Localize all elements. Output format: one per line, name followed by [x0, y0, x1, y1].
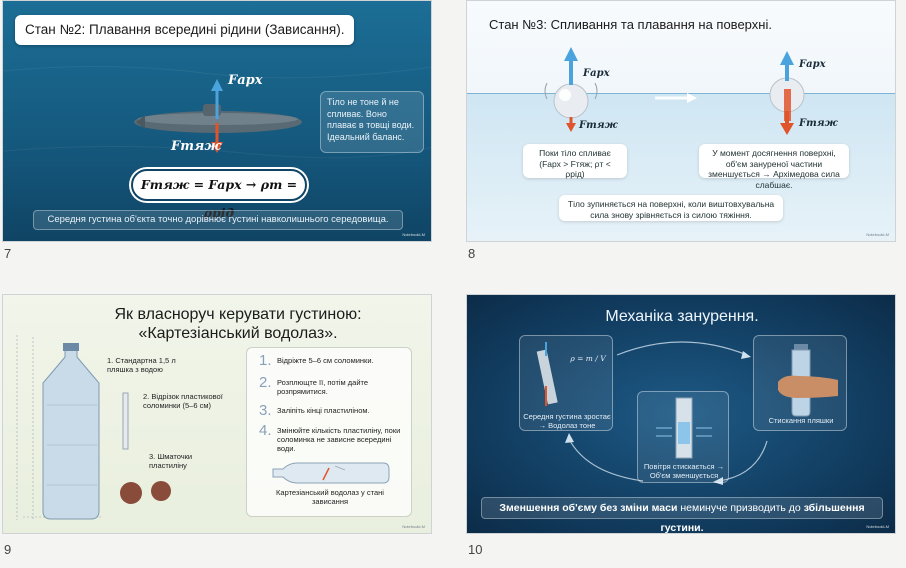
- slide-number-8: 8: [468, 246, 476, 261]
- diagram-caption: Картезіанський водолаз у стані зависання: [276, 488, 384, 506]
- floating-ball-illustration: [544, 47, 805, 135]
- step-1: 1. Відріжте 5–6 см соломинки.: [259, 352, 374, 369]
- conclusion-bold-1: Зменшення об'єму без зміни маси: [499, 502, 678, 514]
- slide-thumbnail-9[interactable]: Як власноруч керувати густиною: «Картезі…: [2, 294, 432, 534]
- slide-number-7: 7: [4, 246, 12, 261]
- notebooklm-badge: NotebookLM: [866, 524, 889, 529]
- step-text: Змінюйте кількість пластиліну, поки соло…: [277, 426, 401, 453]
- panel-caption: Повітря стискається → Об'єм зменшується: [643, 462, 725, 480]
- bottom-conclusion: Зменшення об'єму без зміни маси неминуче…: [481, 497, 883, 533]
- conclusion-bold-2: збільшення густини.: [660, 502, 865, 534]
- step-number: 1.: [259, 352, 272, 369]
- slide-title-line-1: Як власноруч керувати густиною:: [114, 306, 362, 323]
- step-number: 4.: [259, 422, 272, 439]
- plasticine-label: 3. Шматочки пластиліну: [149, 452, 193, 470]
- step-number: 3.: [259, 402, 272, 419]
- info-box: Тіло не тоне й не спливає. Воно плаває в…: [320, 91, 424, 153]
- instructions-card: 1. Відріжте 5–6 см соломинки. 2. Розплющте…: [246, 347, 412, 517]
- surface-explanation-box: У момент досягнення поверхні, об'єм зану…: [699, 144, 849, 190]
- archimedes-force-label: Fарх: [583, 68, 610, 79]
- slide-number-9: 9: [4, 542, 12, 557]
- archimedes-force-label: Fарх: [228, 73, 263, 88]
- panel-caption: Середня густина зростає → Водолаз тоне: [523, 412, 611, 430]
- slide-title: Механіка занурення.: [605, 308, 759, 325]
- step-text: Заліпіть кінці пластиліном.: [277, 406, 370, 415]
- conclusion-text: неминуче призводить до: [677, 502, 804, 514]
- archimedes-force-label-2: Fарх: [799, 59, 826, 70]
- slide-title: Стан №2: Плавання всередині рідини (Зави…: [15, 15, 355, 45]
- diver-forces-diagram: [536, 342, 558, 406]
- diver-sinking-panel: ρ = m / V Середня густина зростає → Водо…: [519, 335, 613, 431]
- compressed-diver-diagram: [656, 397, 712, 459]
- slide-thumbnail-10[interactable]: Механіка занурення. ρ = m / V Середня гу…: [466, 294, 896, 534]
- gravity-force-label: Fтяж: [171, 139, 222, 154]
- submarine-illustration: [3, 65, 431, 159]
- notebooklm-badge: NotebookLM: [402, 232, 425, 237]
- notebooklm-badge: NotebookLM: [402, 524, 425, 529]
- rising-condition-box: Поки тіло спливає (Fарх > Fтяж; ρт < ρрі…: [523, 144, 627, 179]
- slide-number-10: 10: [468, 542, 483, 557]
- bottle-label: 1. Стандартна 1,5 л пляшка з водою: [107, 356, 176, 374]
- equilibrium-formula: Fтяж = Fарх → ρт = ρрід: [131, 169, 307, 220]
- step-2: 2. Розплющте її, потім дайте розпрямитися…: [259, 374, 401, 396]
- hand-squeezing-bottle-icon: [778, 344, 838, 417]
- panel-caption: Стискання пляшки: [768, 416, 834, 425]
- step-text: Розплющте її, потім дайте розпрямитися.: [277, 378, 369, 396]
- air-compression-panel: Повітря стискається → Об'єм зменшується: [637, 391, 729, 483]
- notebooklm-badge: NotebookLM: [866, 232, 889, 237]
- slide-title: Як власноруч керувати густиною: «Картезі…: [83, 305, 393, 343]
- slide-title-line-2: «Картезіанський водолаз».: [138, 325, 338, 342]
- slide-thumbnail-7[interactable]: Стан №2: Плавання всередині рідини (Зави…: [2, 0, 432, 242]
- bottle-diver-diagram: [272, 462, 390, 484]
- step-text: Відріжте 5–6 см соломинки.: [277, 356, 374, 365]
- step-4: 4. Змінюйте кількість пластиліну, поки со…: [259, 422, 401, 453]
- bottle-squeeze-panel: Стискання пляшки: [753, 335, 847, 431]
- density-formula: ρ = m / V: [570, 354, 606, 363]
- equilibrium-box: Тіло зупиняється на поверхні, коли вишто…: [559, 195, 783, 221]
- bottom-caption: Середня густина об'єкта точно дорівнює г…: [33, 210, 403, 230]
- slide-thumbnail-8[interactable]: Стан №3: Спливання та плавання на поверх…: [466, 0, 896, 242]
- slide-title: Стан №3: Спливання та плавання на поверх…: [489, 17, 772, 32]
- gravity-force-label-2: Fтяж: [799, 118, 838, 129]
- straw-label: 2. Відрізок пластикової соломинки (5–6 с…: [143, 392, 223, 410]
- gravity-force-label: Fтяж: [579, 120, 618, 131]
- step-number: 2.: [259, 374, 272, 391]
- cycle-arrows: [565, 341, 768, 485]
- step-3: 3. Заліпіть кінці пластиліном.: [259, 402, 370, 419]
- bottle-blueprint-illustration: [16, 335, 171, 521]
